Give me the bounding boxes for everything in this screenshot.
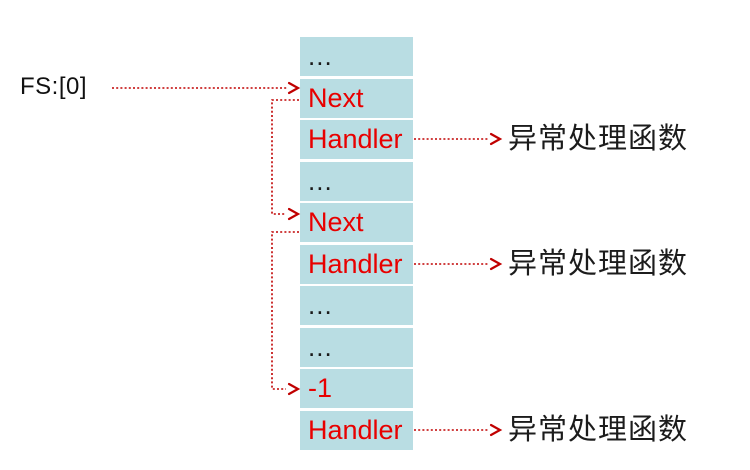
memory-cell-ellipsis-3: ... xyxy=(300,286,413,325)
memory-cell-next-1: Next xyxy=(300,79,413,118)
memory-cell-ellipsis-1: ... xyxy=(300,37,413,76)
fs-register-label: FS:[0] xyxy=(20,73,88,100)
memory-cell-ellipsis-2: ... xyxy=(300,162,413,201)
handler1-arrow xyxy=(414,132,503,146)
memory-cell-ellipsis-4: ... xyxy=(300,328,413,367)
memory-cell-handler-3: Handler xyxy=(300,411,413,450)
memory-cell-minus-one: -1 xyxy=(300,369,413,408)
next1-to-next2-connector xyxy=(271,99,301,221)
next2-to-minus1-connector xyxy=(271,231,301,396)
memory-cell-handler-2: Handler xyxy=(300,245,413,284)
handler-annotation-1: 异常处理函数 xyxy=(508,123,689,155)
memory-cell-next-2: Next xyxy=(300,203,413,242)
handler3-arrow xyxy=(414,423,503,437)
memory-cell-handler-1: Handler xyxy=(300,120,413,159)
handler-annotation-3: 异常处理函数 xyxy=(508,414,689,446)
fs-pointer-arrow xyxy=(112,81,301,95)
handler2-arrow xyxy=(414,257,503,271)
handler-annotation-2: 异常处理函数 xyxy=(508,248,689,280)
